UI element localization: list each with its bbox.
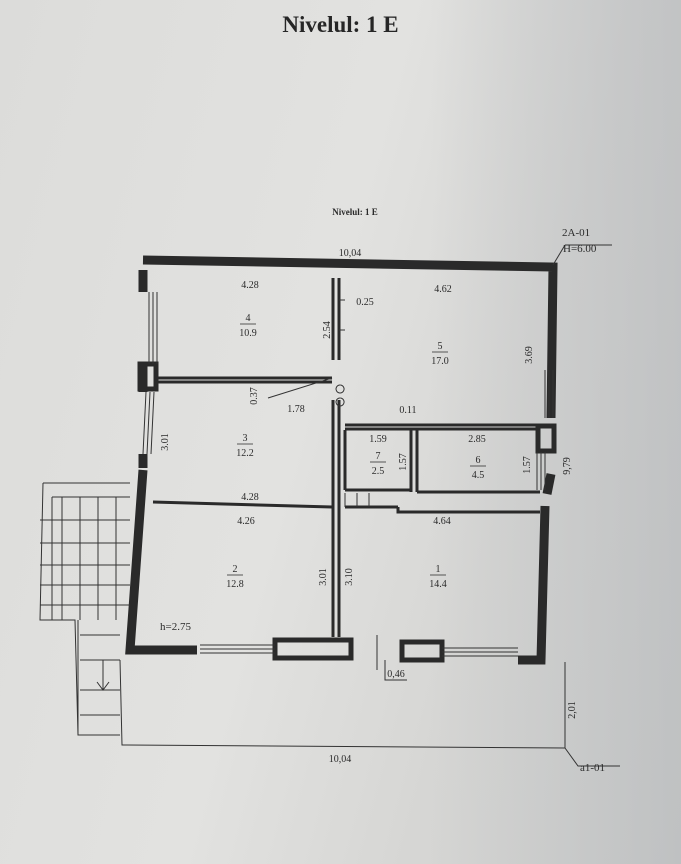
annotations: 2A-01 H=6.00 a1-01 h=2.75	[160, 227, 605, 774]
room-5: 5 17.0	[431, 341, 449, 367]
room-7: 7 2.5	[370, 451, 386, 477]
dim-025: 0.25	[356, 297, 374, 308]
dim-159: 1.59	[369, 434, 387, 445]
room-2: 2 12.8	[226, 564, 244, 590]
room-labels: 4 10.9 5 17.0 3 12.2 7 2.5 6 4.5 2 12.8	[226, 313, 486, 590]
room-area: 17.0	[431, 356, 449, 367]
plot-code: a1-01	[580, 762, 605, 774]
dim-301-mid: 3.01	[318, 568, 329, 586]
room-number: 7	[376, 451, 381, 462]
outer-walls	[125, 255, 558, 665]
page-title: Nivelul: 1 E	[282, 12, 399, 37]
room-number: 4	[246, 313, 251, 324]
dim-right-depth: 9,79	[562, 457, 573, 475]
dim-301-left: 3.01	[160, 433, 171, 451]
dim-178: 1.78	[287, 404, 305, 415]
dim-310: 3.10	[344, 568, 355, 586]
interior-walls	[152, 278, 540, 637]
dim-426: 4.26	[237, 516, 255, 527]
dim-285: 2.85	[468, 434, 486, 445]
staircase	[39, 482, 130, 736]
room-4: 4 10.9	[239, 313, 257, 339]
dim-428-top: 4.28	[241, 280, 259, 291]
room-number: 5	[438, 341, 443, 352]
room-6: 6 4.5	[470, 455, 486, 481]
dim-254: 2.54	[322, 321, 333, 339]
dim-464: 4.64	[433, 516, 451, 527]
dim-offset: 0,46	[387, 669, 405, 680]
room-number: 2	[233, 564, 238, 575]
room-3: 3 12.2	[236, 433, 254, 459]
dim-front-depth: 2,01	[567, 701, 578, 719]
room-area: 10.9	[239, 328, 257, 339]
building-height: H=6.00	[563, 243, 597, 255]
room-number: 6	[476, 455, 481, 466]
dim-011: 0.11	[399, 405, 416, 416]
plan-title: Nivelul: 1 E	[332, 207, 378, 217]
room-area: 12.2	[236, 448, 254, 459]
room-area: 14.4	[429, 579, 447, 590]
dim-037: 0.37	[249, 387, 260, 405]
room-area: 2.5	[372, 466, 385, 477]
dim-462: 4.62	[434, 284, 452, 295]
room-number: 1	[436, 564, 441, 575]
dim-top-width: 10,04	[339, 248, 362, 259]
dim-157-a: 1.57	[398, 453, 409, 471]
building-code: 2A-01	[562, 227, 590, 239]
room-number: 3	[243, 433, 248, 444]
site-lines	[119, 244, 620, 767]
ceiling-height: h=2.75	[160, 621, 191, 633]
dim-369: 3.69	[524, 346, 535, 364]
dim-428-mid: 4.28	[241, 492, 259, 503]
dim-157-b: 1.57	[522, 456, 533, 474]
dimension-labels: 10,04 10,04 9,79 2,01 0,46 4.28 4.62 0.2…	[160, 248, 578, 765]
room-area: 4.5	[472, 470, 485, 481]
room-area: 12.8	[226, 579, 244, 590]
dim-bottom-width: 10,04	[329, 754, 352, 765]
room-1: 1 14.4	[429, 564, 447, 590]
